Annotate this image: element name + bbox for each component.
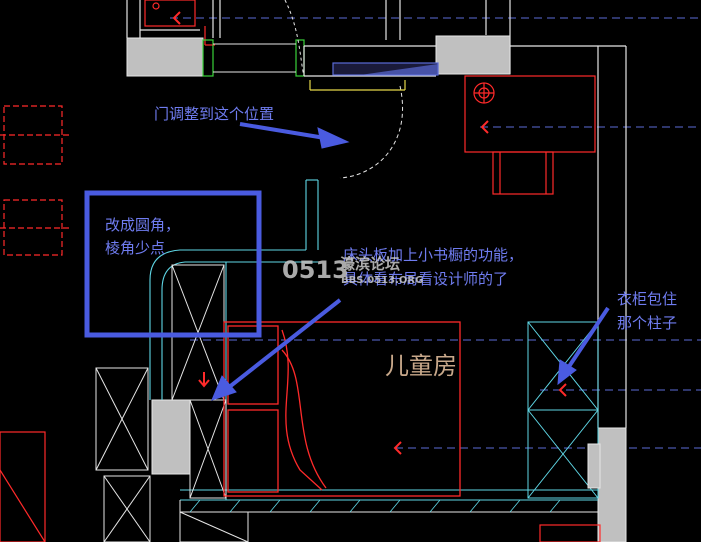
- door-frame-yellow: [309, 80, 406, 91]
- right-edge-small-blocks: [587, 443, 601, 489]
- door-leaf: [339, 85, 403, 179]
- structural-columns: [126, 35, 627, 542]
- door-arrow: [239, 122, 350, 149]
- lower-left-red-furniture: [0, 431, 601, 542]
- annotation-box: [84, 190, 262, 338]
- forum-watermark: 0513 濠滨论坛 BBS.0513.ORG: [282, 255, 423, 286]
- window-blue-glass: [332, 62, 439, 76]
- upper-red-fixture: [144, 0, 215, 46]
- watermark-url: BBS.0513.ORG: [341, 275, 423, 286]
- bed: [223, 321, 461, 497]
- desk: [464, 75, 596, 195]
- bottom-wall-hatch: [189, 499, 561, 513]
- note-rounded-line2: 棱角少点: [105, 239, 165, 257]
- note-headboard-line1: 床头板加上小书橱的功能，: [343, 246, 523, 264]
- section-markers: [172, 11, 567, 455]
- bottom-wall: [179, 500, 598, 513]
- note-headboard-line2: 具体看布局看设计师的了: [343, 270, 508, 288]
- window-frame: [202, 39, 305, 77]
- room-label: 儿童房: [385, 352, 457, 380]
- note-wardrobe-line1: 衣柜包住: [617, 290, 677, 308]
- watermark-name: 濠滨论坛: [340, 255, 400, 273]
- headboard-arrow: [211, 298, 342, 401]
- note-door: 门调整到这个位置: [154, 105, 274, 123]
- left-edge-red-furniture: [0, 105, 70, 256]
- watermark-number: 0513: [282, 256, 349, 284]
- wardrobe-arrow: [557, 306, 610, 386]
- annotation-arrows: [211, 122, 610, 401]
- note-rounded-line1: 改成圆角，: [105, 216, 180, 234]
- reference-dashed-lines: [170, 17, 701, 449]
- door-swing-arc: [284, 0, 305, 77]
- note-wardrobe-line2: 那个柱子: [617, 314, 677, 332]
- window-sill: [213, 43, 296, 73]
